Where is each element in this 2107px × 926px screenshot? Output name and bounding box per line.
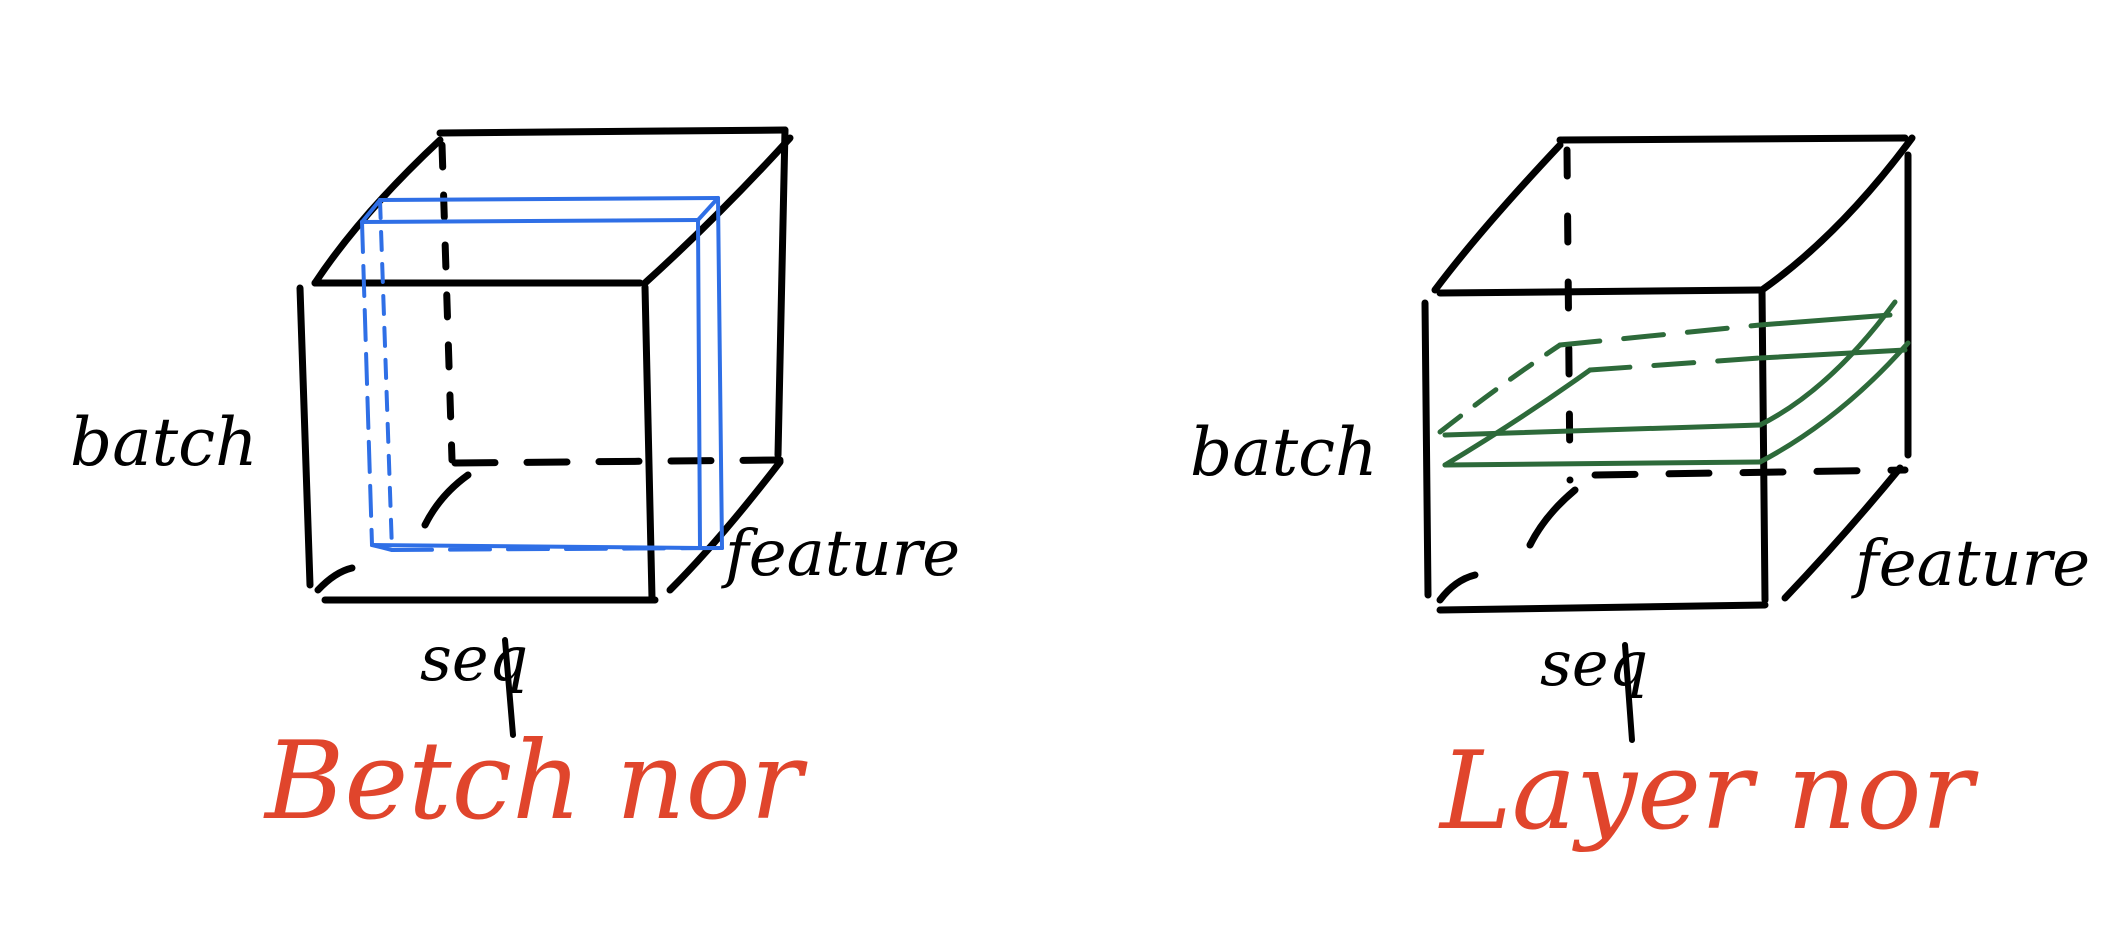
feature-axis-label: feature (721, 517, 960, 591)
layer-norm-slice (1437, 299, 1911, 468)
layer-norm-axis-ticks (1622, 642, 1635, 743)
batch-norm-panel: batch seq feature Betch nor (70, 126, 960, 844)
batch-norm-axis-ticks (502, 637, 516, 738)
layer-norm-caption: Layer nor (1438, 729, 1979, 854)
feature-axis-label: feature (1851, 527, 2090, 601)
batch-axis-label: batch (1190, 414, 1378, 491)
batch-norm-cube (296, 126, 794, 604)
batch-axis-label: batch (70, 404, 258, 481)
batch-norm-slice (360, 196, 724, 552)
layer-norm-cube (1421, 134, 1916, 614)
layer-norm-panel: batch seq feature Layer nor (1190, 134, 2090, 854)
seq-axis-label: seq (420, 622, 528, 695)
seq-axis-label: seq (1540, 627, 1648, 700)
batch-norm-caption: Betch nor (263, 719, 808, 844)
